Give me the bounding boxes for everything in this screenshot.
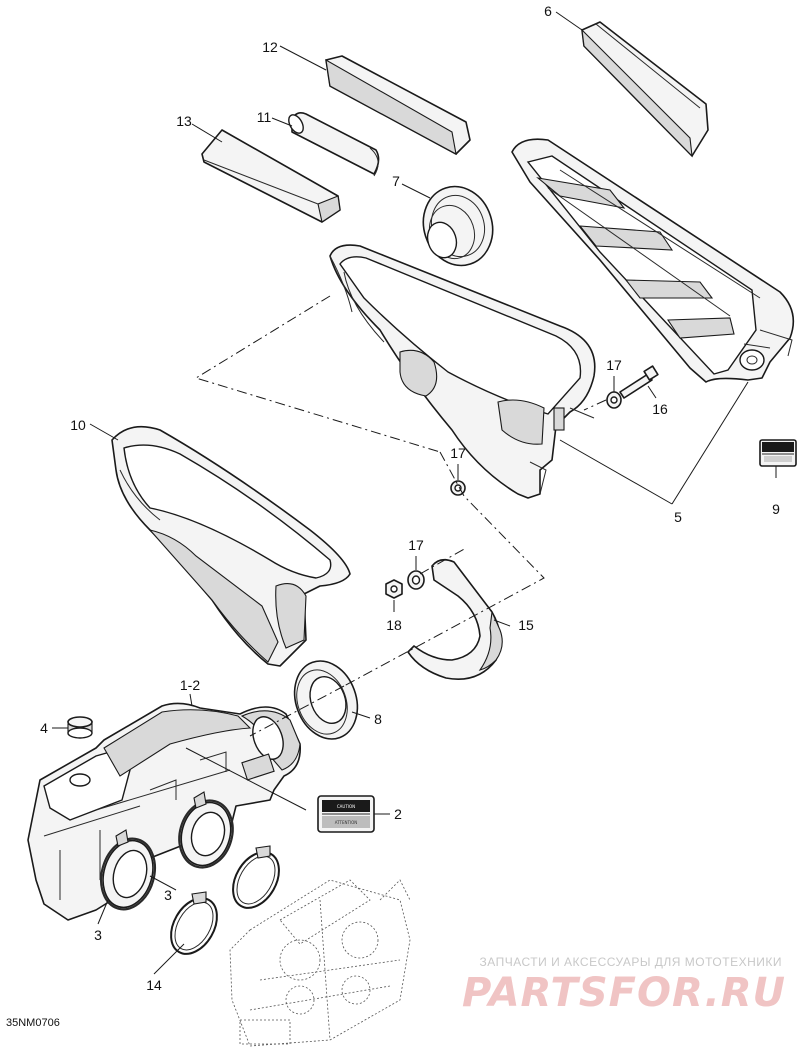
part-14-clamp-upper: [232, 845, 280, 909]
callout-1-2: 1-2: [180, 677, 200, 693]
part-8-gasket: [293, 660, 359, 740]
part-17-washer-top: [606, 391, 622, 409]
part-9-warning-label: [759, 439, 797, 467]
leader-lines: [52, 11, 777, 975]
part-2-caution-label: CAUTION ATTENTION: [317, 795, 375, 833]
watermark: ЗАПЧАСТИ И АКСЕССУАРЫ ДЛЯ МОТОТЕХНИКИ PA…: [462, 955, 786, 1016]
watermark-logo: PARTSFOR.RU: [462, 970, 786, 1016]
label-attention-text: ATTENTION: [335, 820, 358, 825]
callout-8: 8: [374, 711, 382, 727]
part-13-foam-block: [201, 129, 341, 223]
label-caution-text: CAUTION: [337, 804, 355, 809]
carburetor-assembly-ghost: [229, 879, 411, 1047]
part-16-bolt: [619, 365, 659, 399]
callout-3-left: 3: [94, 927, 102, 943]
callout-4: 4: [40, 720, 48, 736]
silencer-cover: [329, 244, 596, 499]
part-12-foam-strip: [325, 55, 471, 156]
drawing-code: 35NM0706: [6, 1017, 60, 1029]
callout-17-top: 17: [606, 357, 622, 373]
callout-2: 2: [394, 806, 402, 822]
callout-10: 10: [70, 417, 86, 433]
callout-14: 14: [146, 977, 162, 993]
callout-5: 5: [674, 509, 682, 525]
callout-7: 7: [392, 173, 400, 189]
callout-16: 16: [652, 401, 668, 417]
part-5-upper-housing: [511, 138, 795, 383]
watermark-tagline: ЗАПЧАСТИ И АКСЕССУАРЫ ДЛЯ МОТОТЕХНИКИ: [480, 955, 782, 969]
callout-labels: 6 12 11 13 7 17 16 17 5 9 10 17 18 15 1-…: [40, 3, 780, 993]
callout-13: 13: [176, 113, 192, 129]
part-18-nut: [385, 579, 403, 599]
part-3-clamp-left: [100, 829, 156, 911]
assembly-centerlines: [194, 295, 607, 737]
callout-11: 11: [257, 109, 272, 125]
part-11-foam-rod: [288, 112, 380, 177]
callout-15: 15: [518, 617, 534, 633]
part-10-silencer-lid: [111, 425, 351, 667]
callout-17-bracket: 17: [408, 537, 424, 553]
callout-3-right: 3: [164, 887, 172, 903]
part-7-grommet: [422, 185, 494, 267]
callout-17-middle: 17: [450, 445, 466, 461]
callout-18: 18: [386, 617, 402, 633]
part-17-washer-bracket: [407, 570, 425, 590]
part-3-clamp-right: [178, 791, 234, 869]
part-6-foam-block: [581, 21, 709, 158]
callout-6: 6: [544, 3, 552, 19]
callout-12: 12: [262, 39, 278, 55]
part-4-grommet: [67, 716, 93, 739]
part-1-2-intake-box: [27, 702, 301, 921]
callout-9: 9: [772, 501, 780, 517]
part-17-washer-middle: [450, 480, 466, 496]
part-15-bracket: [407, 558, 503, 680]
part-14-clamp-lower: [170, 891, 218, 955]
